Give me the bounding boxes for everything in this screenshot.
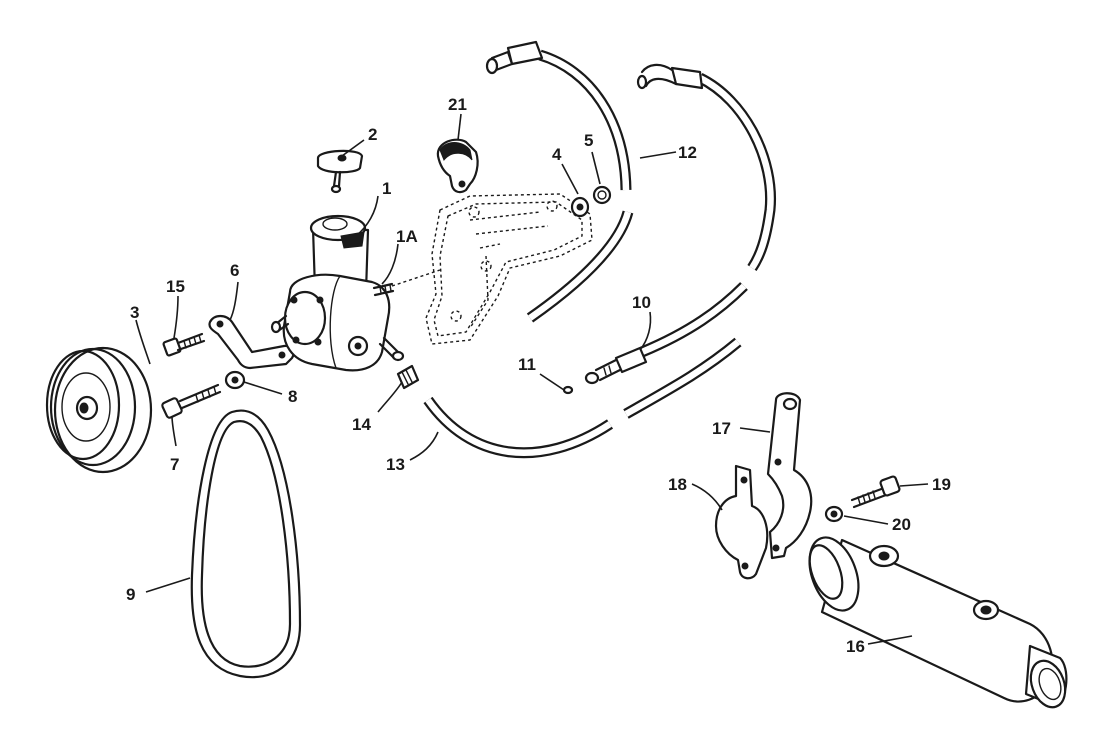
return-hose-13-part [423,337,742,459]
callout-7: 7 [170,455,179,474]
callout-21: 21 [448,95,467,114]
washer-4-part [570,196,590,218]
clamp-bracket-17-part [766,392,813,560]
reservoir-cap-part [316,149,364,194]
steering-pump-part [270,214,405,372]
callout-16: 16 [846,637,865,656]
callout-labels: 1 1A 2 3 4 5 6 7 8 9 10 11 12 13 14 15 1… [126,95,951,656]
return-hose-10-part [584,63,777,385]
callout-18: 18 [668,475,687,494]
callout-1a: 1A [396,227,418,246]
oil-cooler-16-part [808,536,1068,709]
callout-17: 17 [712,419,731,438]
bolt-7-part [161,383,222,419]
callout-5: 5 [584,131,593,150]
fitting-11-part [562,385,574,395]
leader-lines [135,113,929,645]
callout-2: 2 [368,125,377,144]
nut-5-part [592,185,612,205]
bolt-19-part [850,475,901,509]
hose-clamp-21-part [436,138,479,194]
callout-10: 10 [632,293,651,312]
adjusting-bracket-part [208,314,295,370]
drive-belt-part [190,409,302,679]
callout-6: 6 [230,261,239,280]
callout-19: 19 [932,475,951,494]
callout-20: 20 [892,515,911,534]
callout-15: 15 [166,277,185,296]
washer-20-part [824,505,844,523]
bolt-15-part [162,332,206,357]
callout-1: 1 [382,179,391,198]
callout-8: 8 [288,387,297,406]
callout-13: 13 [386,455,405,474]
callout-12: 12 [678,143,697,162]
callout-11: 11 [518,355,536,374]
nut-8-part [224,370,246,390]
callout-4: 4 [552,145,562,164]
pressure-hose-12-part [485,40,634,323]
mounting-bracket-phantom [391,193,593,345]
callout-9: 9 [126,585,135,604]
clamp-strap-18-part [714,464,769,580]
pulley-part [45,346,153,474]
callout-14: 14 [352,415,371,434]
callout-3: 3 [130,303,139,322]
